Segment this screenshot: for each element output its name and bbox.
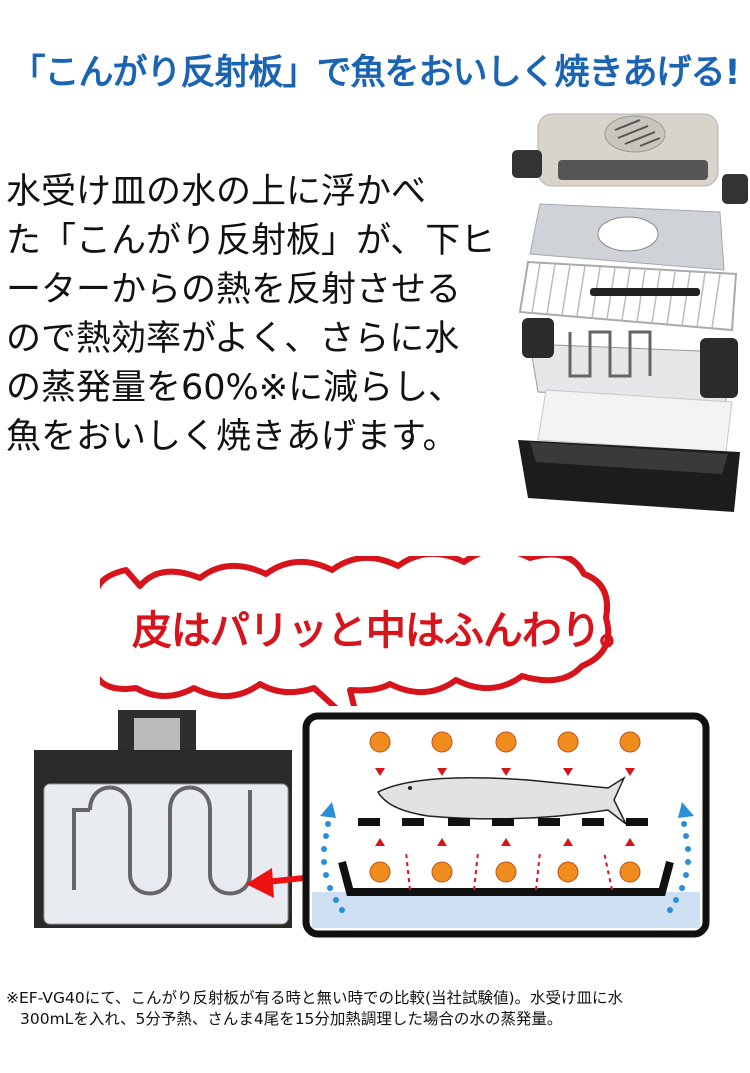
heater-photo <box>34 710 304 928</box>
footnote-line: 300mLを入れ、5分予熱、さんま4尾を15分加熱調理した場合の水の蒸発量。 <box>20 1010 563 1028</box>
speech-bubble-text: 皮はパリッと中はふんわり。 <box>131 608 639 654</box>
description-line: の蒸発量を60%※に減らし、 <box>6 368 464 408</box>
heat-reflection-diagram <box>302 712 710 938</box>
description-line: ーターからの熱を反射させる <box>6 270 462 310</box>
product-exploded-view-image <box>512 113 748 512</box>
footnote-line: ※EF-VG40にて、こんがり反射板が有る時と無い時での比較(当社試験値)。水受… <box>6 989 624 1007</box>
description-text: 水受け皿の水の上に浮かべ た「こんがり反射板」が、下ヒ ーターからの熱を反射させ… <box>6 168 496 462</box>
description-line: ので熱効率がよく、さらに水 <box>6 319 460 359</box>
description-line: た「こんがり反射板」が、下ヒ <box>6 221 496 261</box>
description-line: 水受け皿の水の上に浮かべ <box>6 172 427 212</box>
description-line: 魚をおいしく焼きあげます。 <box>6 417 458 457</box>
speech-bubble <box>100 556 612 706</box>
footnote: ※EF-VG40にて、こんがり反射板が有る時と無い時での比較(当社試験値)。水受… <box>6 988 750 1030</box>
headline: 「こんがり反射板」で魚をおいしく焼きあげる! <box>10 53 741 93</box>
